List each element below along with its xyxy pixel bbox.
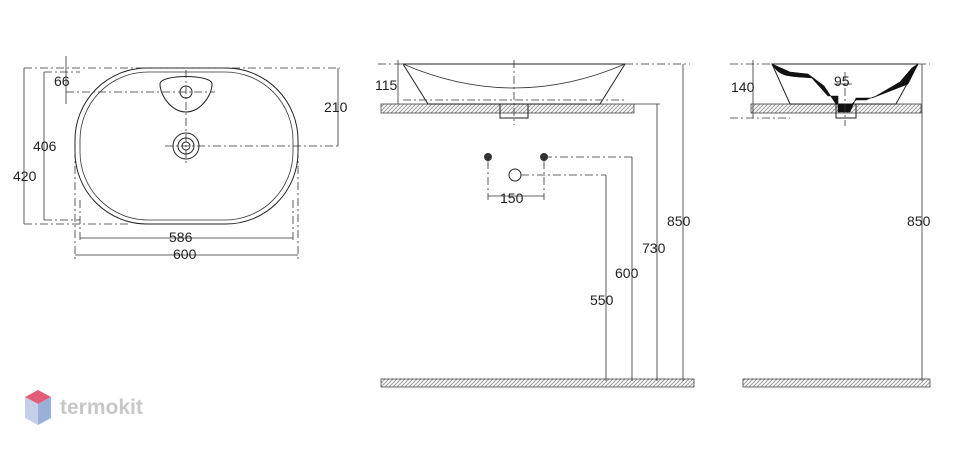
termokit-watermark: termokit [25,390,143,425]
dim-side-drain-offset: 95 [834,73,850,89]
countertop-front [380,103,635,114]
dim-drain-550: 550 [590,292,614,308]
dim-fixing-850: 850 [667,213,691,229]
basin-side-profile [771,63,919,105]
basin-front-profile [402,63,626,105]
dim-outer-depth: 420 [13,168,37,184]
drain-side [835,104,857,119]
dim-side-850: 850 [907,213,931,229]
drain-outlet-icon [508,168,522,182]
dim-drain-600: 600 [615,265,639,281]
dim-outer-width: 600 [173,246,197,262]
brand-name: termokit [60,396,143,419]
dim-inner-depth: 406 [33,138,57,154]
side-view: 140 95 850 [730,60,931,388]
dim-drain-offset: 210 [324,99,348,115]
floor-front [380,378,695,388]
tap-hole-shelf [159,76,213,113]
dim-fixing-spacing: 150 [500,190,524,206]
fixing-bolt-left-icon [484,153,492,161]
floor-side [742,378,931,388]
dim-side-height: 140 [731,79,755,95]
drain-front [499,104,529,119]
front-view: 115 150 550 600 730 850 [375,60,695,388]
dim-inner-width: 586 [169,229,193,245]
dim-drain-730: 730 [642,240,666,256]
dim-tap-hole-offset: 66 [54,73,70,89]
top-view: 66 406 420 210 586 600 [13,56,348,262]
termokit-logo-icon [25,390,51,425]
dim-front-height: 115 [375,77,398,93]
